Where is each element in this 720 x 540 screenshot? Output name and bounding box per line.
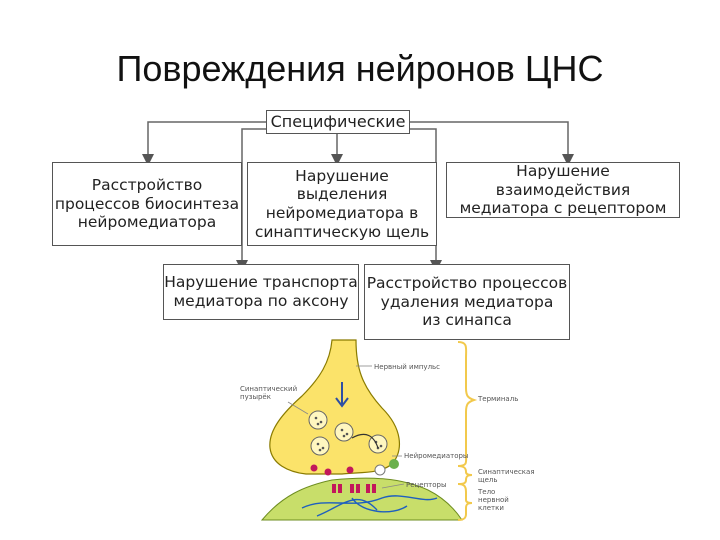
root-box-specific: Специфические <box>266 110 410 134</box>
presynaptic-terminal <box>269 339 400 475</box>
brace-terminal <box>457 341 478 467</box>
label-neurotransmitters: Нейромедиаторы <box>404 452 469 460</box>
connector-left <box>142 121 266 166</box>
vesicle <box>334 422 354 442</box>
connector-lower-left <box>236 128 266 272</box>
receptors <box>332 484 376 493</box>
brace-cleft <box>457 465 473 485</box>
transport-arrow-icon <box>351 433 379 449</box>
reuptake-dot <box>389 459 399 469</box>
box-release-disorder: Нарушение выделения нейромедиатора в син… <box>247 162 437 246</box>
synapse-illustration <box>260 339 478 521</box>
vesicle <box>308 410 328 430</box>
brace-body <box>457 483 473 521</box>
label-receptors: Рецепторы <box>406 481 447 489</box>
box-receptor-interaction-disorder: Нарушение взаимодействия медиатора с рец… <box>446 162 680 218</box>
box-axonal-transport-disorder: Нарушение транспорта медиатора по аксону <box>163 264 359 320</box>
box-biosynthesis-disorder: Расстройство процессов биосинтеза нейром… <box>52 162 242 246</box>
label-vesicle: Синаптический пузырёк <box>240 385 298 401</box>
slide-title: Повреждения нейронов ЦНС <box>116 48 604 89</box>
box-removal-disorder: Расстройство процессов удаления медиатор… <box>364 264 570 340</box>
impulse-arrow-icon <box>335 382 349 408</box>
label-terminal: Терминаль <box>478 395 519 403</box>
label-impulse: Нервный импульс <box>374 363 441 371</box>
connector-right <box>410 121 574 166</box>
label-cleft: Синаптическая щель <box>478 468 535 484</box>
label-cell-body: Тело нервной клетки <box>478 488 509 512</box>
postsynaptic-membrane <box>260 477 463 521</box>
vesicle <box>310 436 330 456</box>
